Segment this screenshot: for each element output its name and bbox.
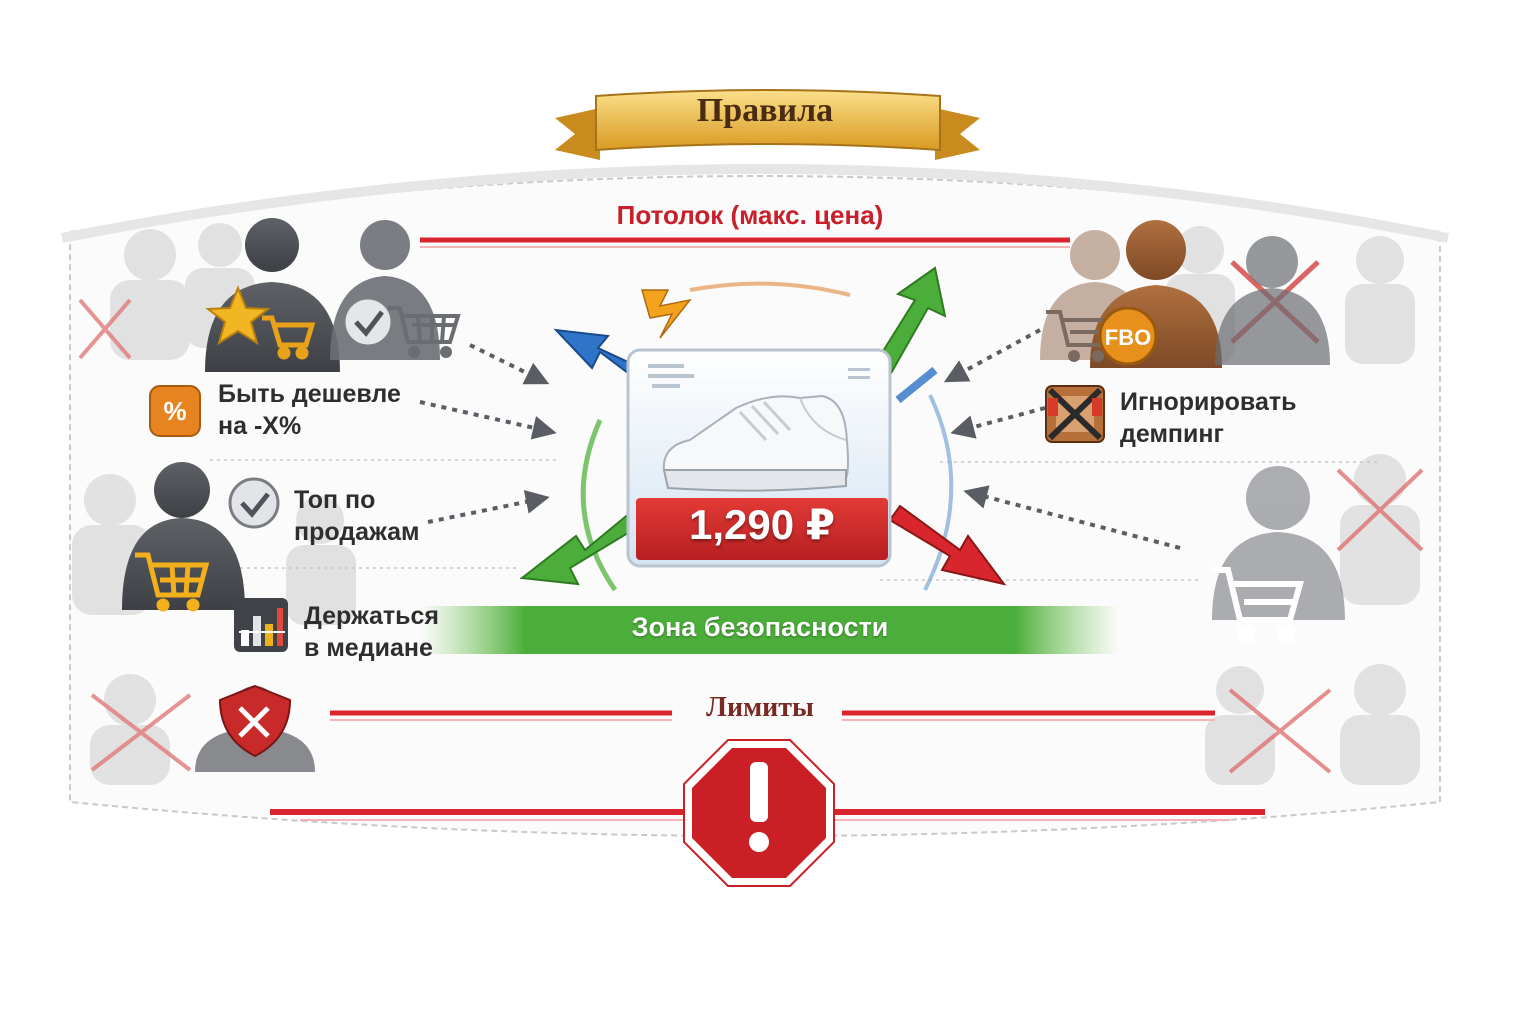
- competitor-avatar-crossed: [1215, 236, 1330, 365]
- cross-icon-left-top: [78, 298, 132, 360]
- cross-icon-left-bottom: [90, 693, 192, 772]
- cross-icon-right-bottom: [1228, 688, 1332, 774]
- cart-icon-orange: [262, 315, 316, 360]
- ignore-icon: [1045, 385, 1105, 443]
- shield-icon: [218, 684, 292, 758]
- sneaker-icon: [662, 394, 849, 492]
- rule-top-sales-line2: продажам: [294, 518, 420, 546]
- cross-icon-right-mid: [1336, 468, 1424, 552]
- svg-text:FBO: FBO: [1105, 325, 1151, 350]
- check-icon: [228, 477, 280, 529]
- rule-cheaper-line1: Быть дешевле: [218, 380, 401, 408]
- cart-icon-right: [1046, 310, 1111, 362]
- price-label: 1,290 ₽: [689, 501, 835, 548]
- arrow-up-green: [868, 266, 947, 384]
- arrow-down-red: [888, 504, 1007, 586]
- rule-ignore-dumping: Игнорировать демпинг: [1120, 386, 1297, 450]
- lightning-icon: [641, 289, 692, 339]
- star-icon: [205, 285, 271, 346]
- bar-chart-icon: [234, 598, 288, 652]
- check-icon-top: [342, 296, 394, 348]
- percent-icon: %: [149, 385, 201, 437]
- cart-icon-gray: [388, 306, 461, 358]
- rule-median-line1: Держаться: [304, 602, 439, 630]
- rule-median-line2: в медиане: [304, 634, 433, 662]
- rule-cheaper-line2: на -X%: [218, 412, 302, 440]
- page-title: Правила: [696, 92, 834, 129]
- rule-median: Держаться в медиане: [304, 600, 439, 664]
- cart-icon-white: [1212, 567, 1304, 643]
- rule-ignore-line2: демпинг: [1120, 420, 1224, 448]
- ceiling-label: Потолок (макс. цена): [616, 200, 884, 230]
- stop-sign-icon: [683, 739, 835, 887]
- rule-top-sales: Топ по продажам: [294, 484, 420, 548]
- safety-zone-label: Зона безопасности: [631, 612, 889, 642]
- cart-icon-yellow: [135, 552, 210, 612]
- svg-text:%: %: [163, 396, 186, 426]
- rule-top-sales-line1: Топ по: [294, 486, 376, 514]
- title-ribbon: [555, 89, 980, 160]
- rule-ignore-line1: Игнорировать: [1120, 388, 1297, 416]
- competitor-avatar-right-mid: [1212, 466, 1345, 620]
- safety-zone-bar: [420, 606, 1120, 654]
- fbo-badge: FBO: [1098, 306, 1158, 366]
- limits-label: Лимиты: [706, 692, 814, 723]
- rule-cheaper: Быть дешевле на -X%: [218, 378, 401, 442]
- price-band: [636, 498, 888, 560]
